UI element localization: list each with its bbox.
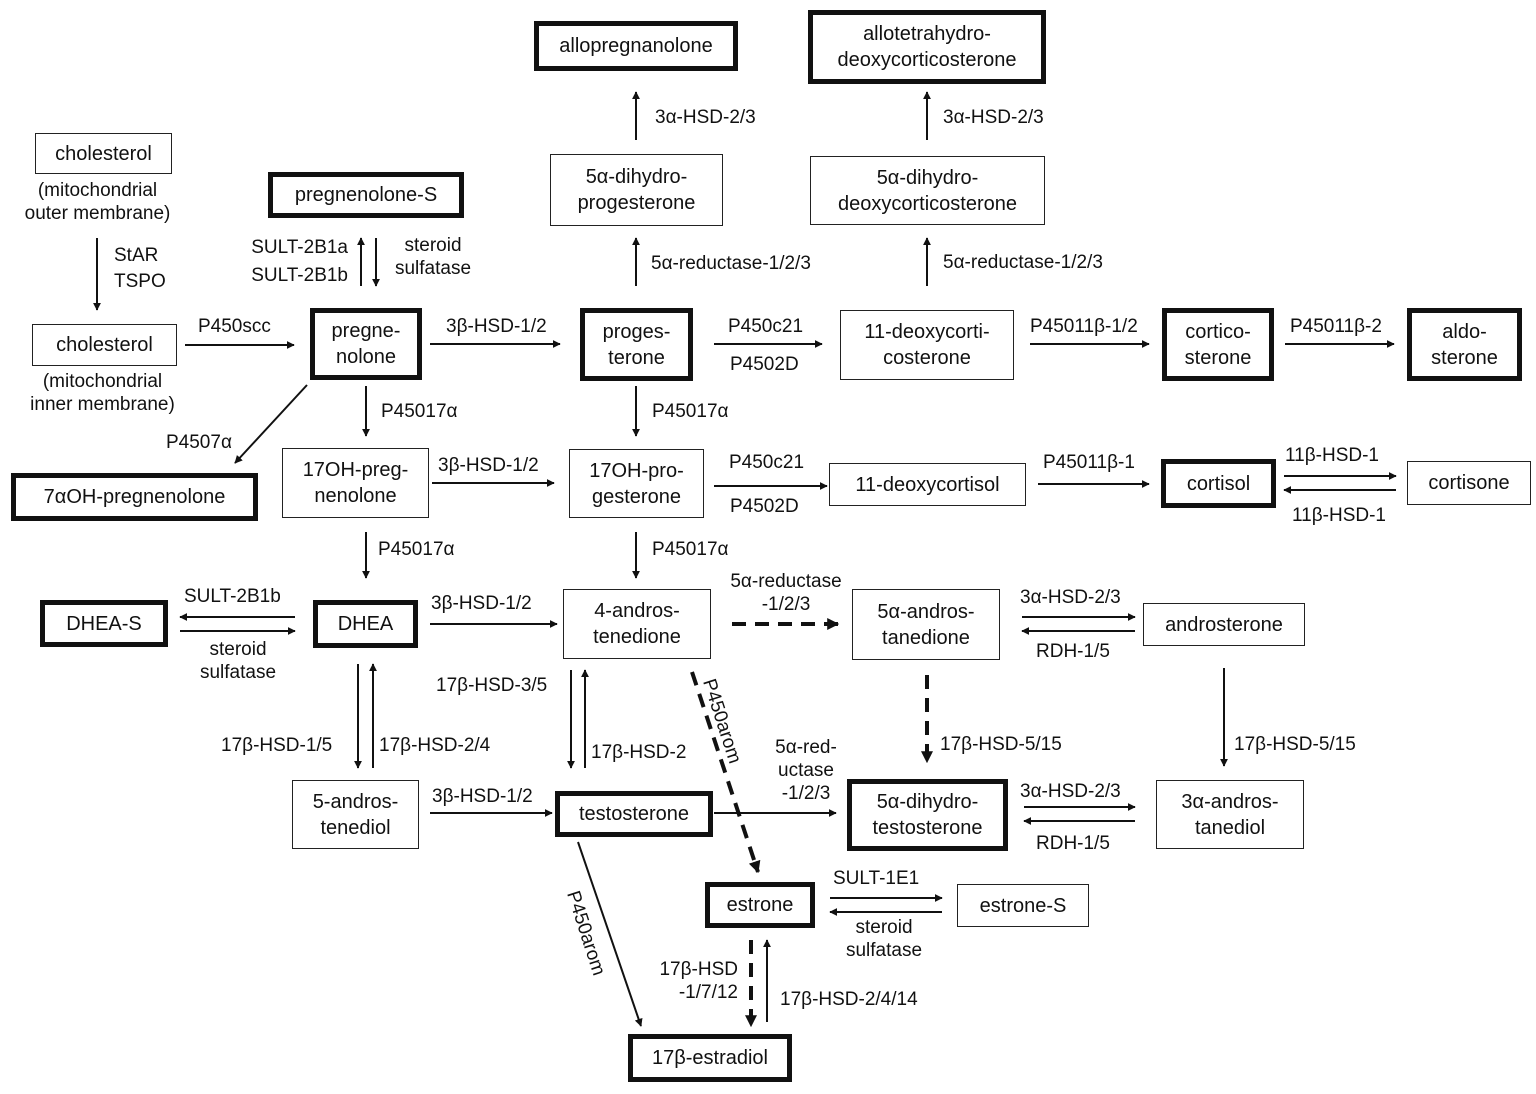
label-11bhsd-reverse: 11β-HSD-1 bbox=[1292, 505, 1386, 526]
node-estrone-s: estrone-S bbox=[957, 884, 1089, 927]
arrow-p4507a bbox=[234, 384, 308, 464]
label-rdh-androsterone: RDH-1/5 bbox=[1036, 641, 1110, 662]
label-17bhsd-2414: 17β-HSD-2/4/14 bbox=[780, 989, 918, 1010]
label-p450-11b-2: P45011β-2 bbox=[1290, 316, 1382, 337]
node-progesterone: proges- terone bbox=[580, 308, 693, 381]
label-star: StAR bbox=[114, 245, 159, 266]
label-11bhsd-forward: 11β-HSD-1 bbox=[1285, 445, 1379, 466]
arrow-andro-estrone bbox=[690, 671, 761, 874]
label-p450-11b-12: P45011β-1/2 bbox=[1030, 316, 1138, 337]
node-5a-dihydroprogesterone: 5α-dihydro- progesterone bbox=[550, 154, 723, 226]
label-p450-11b-1: P45011β-1 bbox=[1043, 452, 1135, 473]
node-7oh-pregnenolone: 7αOH-pregnenolone bbox=[11, 473, 258, 521]
node-testosterone: testosterone bbox=[555, 791, 713, 837]
node-cholesterol-inner: cholesterol bbox=[32, 324, 177, 366]
node-17b-estradiol: 17β-estradiol bbox=[628, 1034, 792, 1082]
label-p450-17a-prog: P45017α bbox=[652, 401, 729, 422]
node-dhea-s: DHEA-S bbox=[40, 600, 168, 647]
label-sult2b1b-dhea: SULT-2B1b bbox=[184, 586, 281, 607]
node-11-deoxycortisol: 11-deoxycortisol bbox=[829, 463, 1026, 506]
node-estrone: estrone bbox=[705, 882, 815, 928]
label-p450scc: P450scc bbox=[198, 316, 271, 337]
node-11-deoxycorticosterone: 11-deoxycorti- costerone bbox=[840, 310, 1014, 380]
node-cortisone: cortisone bbox=[1407, 461, 1531, 505]
label-5a-reductase-prog: 5α-reductase-1/2/3 bbox=[651, 253, 811, 274]
label-p450c21-mid: P450c21 bbox=[729, 452, 805, 473]
node-5a-androstanedione: 5α-andros- tanedione bbox=[852, 589, 1000, 660]
node-dhea: DHEA bbox=[313, 600, 418, 648]
note-inner-membrane: (mitochondrial inner membrane) bbox=[30, 371, 175, 415]
label-p450-7a: P4507α bbox=[166, 432, 232, 453]
label-17bhsd-35: 17β-HSD-3/5 bbox=[436, 675, 548, 696]
node-5a-dihydro-doc: 5α-dihydro- deoxycorticosterone bbox=[810, 156, 1045, 225]
label-tspo: TSPO bbox=[114, 271, 166, 292]
label-17bhsd-1712: 17β-HSD -1/7/12 bbox=[659, 959, 738, 1003]
label-p450-2d-top: P4502D bbox=[730, 354, 799, 375]
label-3ahsd-allotetra: 3α-HSD-2/3 bbox=[943, 107, 1044, 128]
node-5-androstenediol: 5-andros- tenediol bbox=[292, 780, 419, 849]
label-5a-reductase-testo: 5α-red- uctase -1/2/3 bbox=[775, 737, 837, 804]
arrow-testo-estradiol bbox=[577, 841, 643, 1027]
label-17bhsd-515-dht: 17β-HSD-5/15 bbox=[940, 734, 1062, 755]
node-4-androstenedione: 4-andros- tenedione bbox=[563, 589, 711, 659]
label-3bhsd-androstenediol: 3β-HSD-1/2 bbox=[432, 786, 533, 807]
label-3ahsd-dht: 3α-HSD-2/3 bbox=[1020, 781, 1121, 802]
node-5a-dihydrotestosterone: 5α-dihydro- testosterone bbox=[847, 779, 1008, 851]
note-outer-membrane: (mitochondrial outer membrane) bbox=[24, 180, 171, 224]
label-p450-17a-17ohpreg: P45017α bbox=[378, 539, 455, 560]
node-pregnenolone-s: pregnenolone-S bbox=[268, 172, 464, 218]
node-cholesterol-outer: cholesterol bbox=[35, 133, 172, 174]
label-3bhsd-preg: 3β-HSD-1/2 bbox=[446, 316, 547, 337]
node-3a-androstanediol: 3α-andros- tanediol bbox=[1156, 780, 1304, 849]
node-androsterone: androsterone bbox=[1143, 603, 1305, 646]
label-5a-reductase-andro: 5α-reductase -1/2/3 bbox=[730, 571, 842, 615]
node-17oh-progesterone: 17OH-pro- gesterone bbox=[569, 449, 704, 518]
label-17bhsd-24: 17β-HSD-2/4 bbox=[379, 735, 491, 756]
label-3bhsd-17oh: 3β-HSD-1/2 bbox=[438, 455, 539, 476]
label-sult1e1: SULT-1E1 bbox=[833, 868, 920, 889]
label-17bhsd-2: 17β-HSD-2 bbox=[591, 742, 687, 763]
node-pregnenolone: pregne- nolone bbox=[310, 308, 422, 380]
label-steroid-sulfatase-estrone: steroid sulfatase bbox=[845, 917, 923, 961]
node-allotetrahydro-doc: allotetrahydro- deoxycorticosterone bbox=[808, 10, 1046, 84]
label-3ahsd-allo: 3α-HSD-2/3 bbox=[655, 107, 756, 128]
label-3bhsd-dhea: 3β-HSD-1/2 bbox=[431, 593, 532, 614]
node-cortisol: cortisol bbox=[1161, 459, 1276, 508]
label-3ahsd-androstanedione: 3α-HSD-2/3 bbox=[1020, 587, 1121, 608]
label-sult2b1b-top: SULT-2B1b bbox=[251, 265, 348, 286]
label-17bhsd-15: 17β-HSD-1/5 bbox=[221, 735, 333, 756]
node-17oh-pregnenolone: 17OH-preg- nenolone bbox=[282, 448, 429, 518]
label-17bhsd-515-androstanediol: 17β-HSD-5/15 bbox=[1234, 734, 1356, 755]
label-steroid-sulfatase-top: steroid sulfatase bbox=[394, 235, 472, 279]
label-rdh-dht: RDH-1/5 bbox=[1036, 833, 1110, 854]
node-allopregnanolone: allopregnanolone bbox=[534, 21, 738, 71]
node-corticosterone: cortico- sterone bbox=[1162, 308, 1274, 381]
node-aldosterone: aldo- sterone bbox=[1407, 308, 1522, 381]
label-steroid-sulfatase-dhea: steroid sulfatase bbox=[199, 639, 277, 683]
label-p450-17a-preg: P45017α bbox=[381, 401, 458, 422]
label-p450-17a-17ohprog: P45017α bbox=[652, 539, 729, 560]
label-p450-2d-mid: P4502D bbox=[730, 496, 799, 517]
label-5a-reductase-doc: 5α-reductase-1/2/3 bbox=[943, 252, 1103, 273]
label-p450c21-top: P450c21 bbox=[728, 316, 804, 337]
label-sult2b1a: SULT-2B1a bbox=[251, 237, 348, 258]
